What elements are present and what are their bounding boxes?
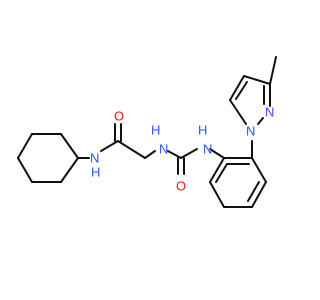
cyclohexane-ring [17,133,79,183]
bond [229,99,247,125]
bond [251,157,267,183]
bond [251,181,267,208]
bond [243,75,271,85]
bond [60,133,79,159]
bond [269,56,277,85]
bond [247,181,260,202]
bond [144,150,156,159]
pyrazole-ring [229,56,277,125]
bond [209,181,225,208]
structure-canvas: N H O H N O H N N N [17,56,277,208]
bond [229,75,245,101]
bond [209,157,225,183]
carbonyl-oxygen-bottom: O [176,179,186,194]
bond [215,163,228,183]
urea-nitrogen-middle: N [159,142,168,157]
amide-hydrogen-left: H [91,165,100,180]
bond [60,157,79,183]
amide-nitrogen-left: N [90,151,99,166]
bond [167,150,182,159]
bond [180,148,198,159]
bond [117,140,146,159]
urea-hydrogen-right: H [198,123,207,138]
bond [17,157,33,183]
urea-hydrogen-middle: H [151,123,160,138]
bond [17,133,33,159]
molecule-diagram: N H O H N O H N N N [17,56,277,208]
carbonyl-oxygen-top: O [114,109,124,124]
bond [257,117,264,125]
urea-nitrogen-right: N [203,142,212,157]
bond [100,140,119,152]
pyrazole-nitrogen-2: N [265,105,274,120]
bond [235,81,248,100]
benzene-ring [209,157,267,208]
pyrazole-nitrogen-1: N [246,124,255,139]
bond [209,148,225,159]
